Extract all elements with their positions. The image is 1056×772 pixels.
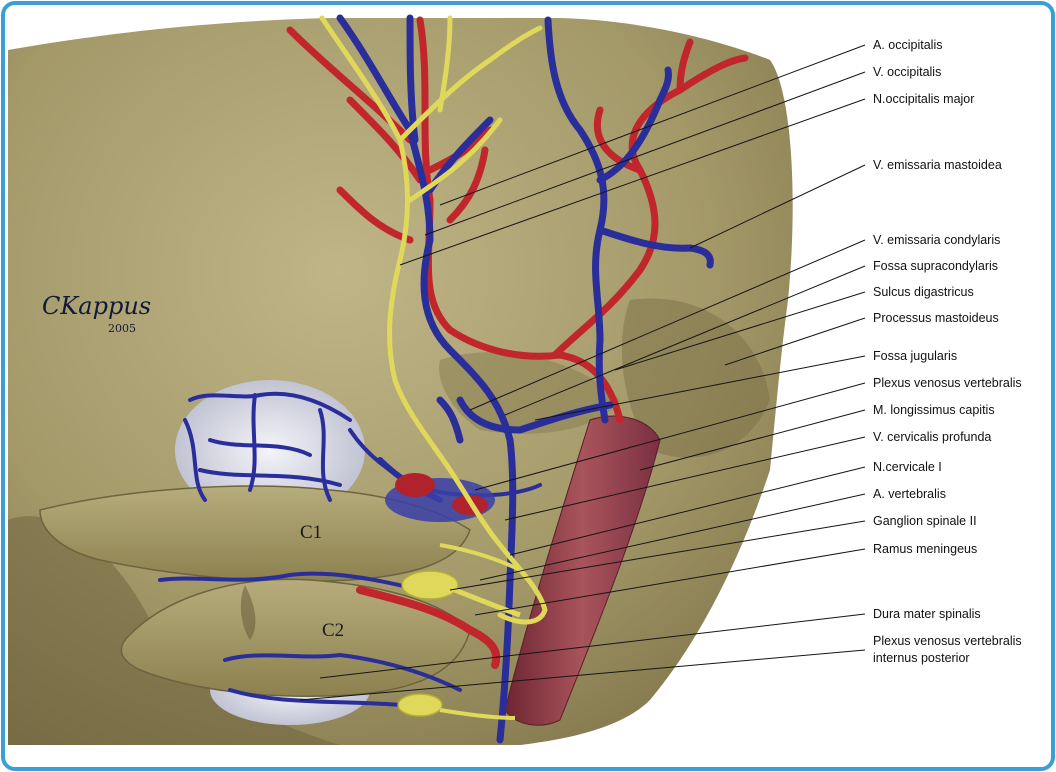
n-cervicale-i (439, 543, 521, 572)
label-v-emissaria-condylaris: V. emissaria condylaris (873, 233, 1001, 247)
vertebra-c2-notch (240, 585, 256, 640)
a-vertebralis (356, 586, 501, 669)
label-m-longissimus-capitis: M. longissimus capitis (873, 403, 995, 417)
label-a-occipitalis: A. occipitalis (873, 38, 943, 52)
n-occipitalis-major (319, 15, 548, 625)
label-n-cervicale-i: N.cervicale I (873, 460, 942, 474)
ganglion-spinale-ii (401, 570, 521, 618)
label-dura-mater-spinalis: Dura mater spinalis (873, 607, 981, 621)
label-v-occipitalis: V. occipitalis (873, 65, 942, 79)
lower-skull-shade (8, 516, 340, 745)
label-processus-mastoideus: Processus mastoideus (873, 311, 999, 325)
label-plexus-venosus-vertebralis-internus-line1: Plexus venosus vertebralis (873, 634, 1022, 648)
label-ganglion-spinale-ii: Ganglion spinale II (873, 514, 977, 528)
vertebra-label-c2: C2 (322, 620, 345, 641)
label-ramus-meningeus: Ramus meningeus (873, 542, 978, 556)
label-fossa-jugularis: Fossa jugularis (873, 349, 958, 363)
artist-signature: CKappus (42, 292, 152, 320)
label-v-emissaria-mastoidea: V. emissaria mastoidea (873, 158, 1002, 172)
leader-lines (299, 44, 866, 701)
label-n-occipitalis-major: N.occipitalis major (873, 92, 975, 106)
label-fossa-supracondylaris: Fossa supracondylaris (873, 259, 999, 273)
label-plexus-venosus-vertebralis: Plexus venosus vertebralis (873, 376, 1022, 390)
lower-ganglion (397, 693, 516, 720)
vertebra-c2 (120, 578, 471, 697)
spinal-canal-upper (175, 380, 365, 520)
signature-year: 2005 (108, 322, 136, 335)
plexus-venosus-vertebralis (158, 391, 542, 707)
a-occipitalis (286, 16, 749, 424)
vertebra-label-c1: C1 (300, 522, 323, 543)
label-a-vertebralis: A. vertebralis (873, 487, 946, 501)
label-v-cervicalis-profunda: V. cervicalis profunda (873, 430, 992, 444)
label-sulcus-digastricus: Sulcus digastricus (873, 285, 974, 299)
label-plexus-venosus-vertebralis-internus-line2: internus posterior (873, 651, 970, 665)
mastoid-process-shade (621, 298, 770, 458)
vertebra-c1 (39, 485, 471, 583)
plexus-clump (385, 473, 495, 522)
